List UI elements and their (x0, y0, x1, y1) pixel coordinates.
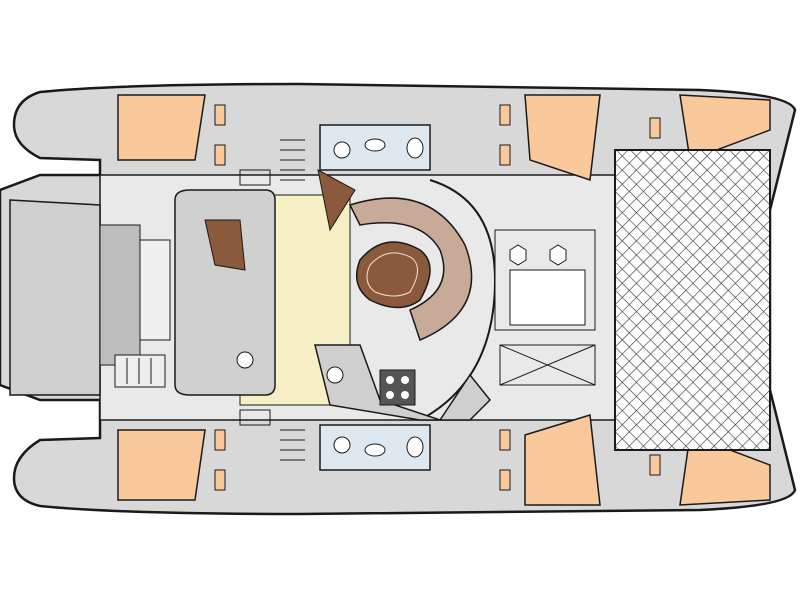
cabins (117, 94, 771, 506)
nav-table (204, 219, 246, 271)
cabin-aft-port (117, 94, 206, 161)
head-fixtures (333, 137, 424, 458)
nav-station (174, 189, 276, 396)
cockpit-table (139, 239, 171, 341)
fridge (509, 269, 586, 326)
cabin-aft-starboard (117, 429, 206, 501)
cockpit-steps (99, 224, 141, 366)
companionway-seat (317, 169, 356, 232)
stairs (239, 139, 305, 461)
saloon-seating (348, 197, 473, 342)
saloon-table-inner (366, 252, 418, 297)
stove (379, 369, 416, 406)
hatches (214, 104, 661, 491)
cockpit (9, 199, 101, 396)
cabin-fwd-starboard-1 (524, 414, 601, 506)
cabin-fwd-port-1 (524, 94, 601, 182)
electrical-panel (114, 354, 166, 388)
galley (314, 344, 492, 421)
cabin-fwd-starboard-2 (679, 433, 771, 506)
gas-bottles (509, 244, 567, 266)
galley-sink (326, 366, 344, 384)
sail-locker (499, 344, 596, 386)
cabin-fwd-port-2 (679, 94, 771, 162)
saloon-table (355, 241, 431, 309)
helm-seat (236, 351, 254, 369)
trampoline-net (614, 149, 771, 451)
